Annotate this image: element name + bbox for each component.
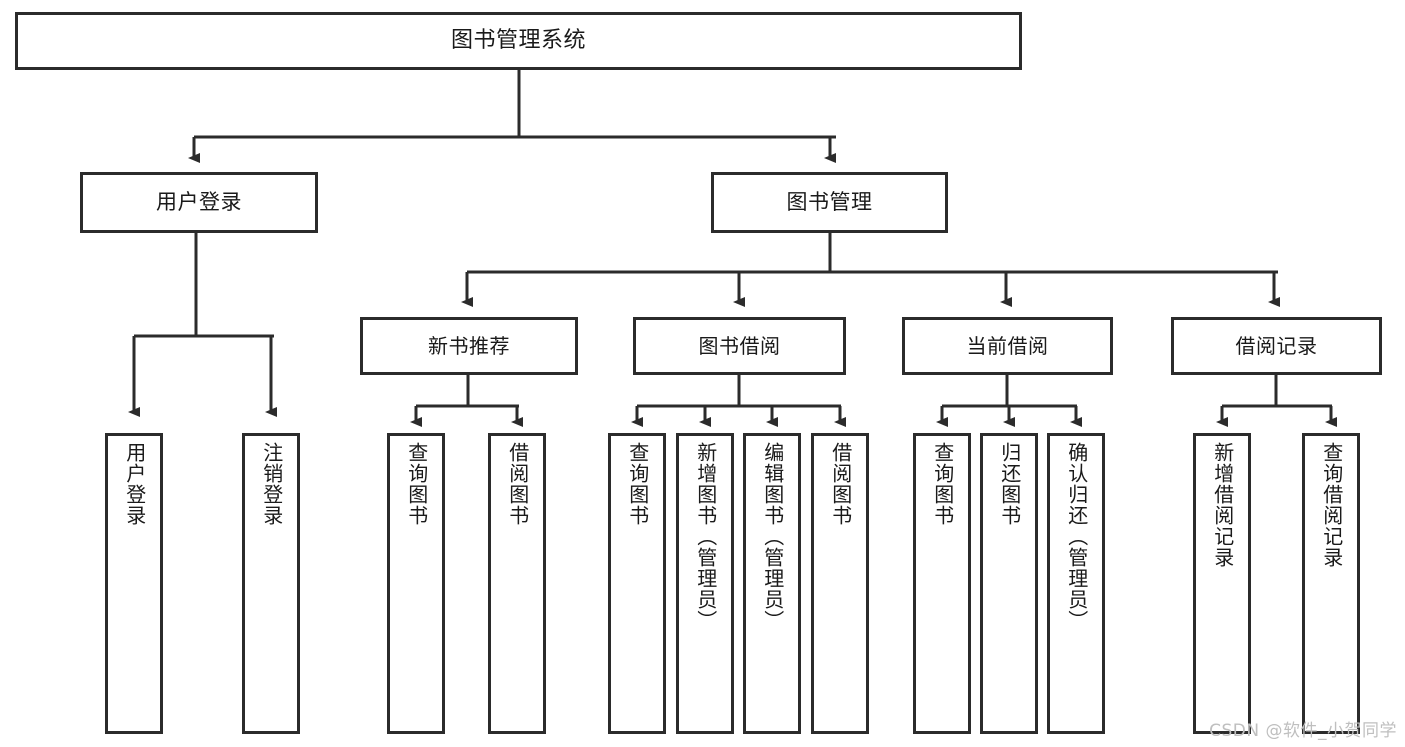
- node-leaf-user-login[interactable]: 用户登录: [105, 433, 163, 734]
- node-leaf-query-book-2[interactable]: 查询图书: [608, 433, 666, 734]
- node-leaf-logout-label: 注销登录: [259, 442, 284, 526]
- node-leaf-borrow-book-2-label: 借阅图书: [828, 442, 853, 526]
- node-root-label: 图书管理系统: [450, 28, 586, 54]
- node-leaf-borrow-book-2[interactable]: 借阅图书: [811, 433, 869, 734]
- node-leaf-edit-book[interactable]: 编辑图书（管理员）: [743, 433, 801, 734]
- node-leaf-query-record-label: 查询借阅记录: [1319, 442, 1344, 568]
- node-book-manage[interactable]: 图书管理: [711, 172, 948, 233]
- node-leaf-query-book-1[interactable]: 查询图书: [387, 433, 445, 734]
- node-book-borrow[interactable]: 图书借阅: [633, 317, 846, 375]
- node-leaf-edit-book-label: 编辑图书（管理员）: [760, 442, 785, 631]
- node-leaf-query-book-1-label: 查询图书: [404, 442, 429, 526]
- node-leaf-return-book[interactable]: 归还图书: [980, 433, 1038, 734]
- node-leaf-query-record[interactable]: 查询借阅记录: [1302, 433, 1360, 734]
- node-user-login-label: 用户登录: [156, 190, 242, 215]
- node-leaf-return-book-label: 归还图书: [997, 442, 1022, 526]
- node-leaf-borrow-book-1-label: 借阅图书: [505, 442, 530, 526]
- node-root[interactable]: 图书管理系统: [15, 12, 1022, 70]
- node-leaf-add-book-label: 新增图书（管理员）: [693, 442, 718, 631]
- node-new-book-recommend[interactable]: 新书推荐: [360, 317, 578, 375]
- node-leaf-query-book-2-label: 查询图书: [625, 442, 650, 526]
- node-leaf-borrow-book-1[interactable]: 借阅图书: [488, 433, 546, 734]
- node-borrow-record[interactable]: 借阅记录: [1171, 317, 1382, 375]
- node-book-manage-label: 图书管理: [786, 190, 873, 215]
- node-leaf-confirm-return-label: 确认归还（管理员）: [1064, 442, 1089, 631]
- node-leaf-query-book-3[interactable]: 查询图书: [913, 433, 971, 734]
- node-borrow-record-label: 借阅记录: [1235, 333, 1318, 358]
- node-leaf-confirm-return[interactable]: 确认归还（管理员）: [1047, 433, 1105, 734]
- node-leaf-query-book-3-label: 查询图书: [930, 442, 955, 526]
- node-book-borrow-label: 图书借阅: [698, 333, 781, 358]
- node-leaf-add-record-label: 新增借阅记录: [1210, 442, 1235, 568]
- csdn-watermark: CSDN @软件_小贺同学: [1209, 721, 1397, 741]
- node-current-borrow-label: 当前借阅: [966, 333, 1049, 358]
- node-user-login[interactable]: 用户登录: [80, 172, 318, 233]
- node-leaf-logout[interactable]: 注销登录: [242, 433, 300, 734]
- node-leaf-user-login-label: 用户登录: [122, 442, 147, 526]
- node-leaf-add-record[interactable]: 新增借阅记录: [1193, 433, 1251, 734]
- node-current-borrow[interactable]: 当前借阅: [902, 317, 1113, 375]
- node-new-book-recommend-label: 新书推荐: [428, 333, 510, 358]
- node-leaf-add-book[interactable]: 新增图书（管理员）: [676, 433, 734, 734]
